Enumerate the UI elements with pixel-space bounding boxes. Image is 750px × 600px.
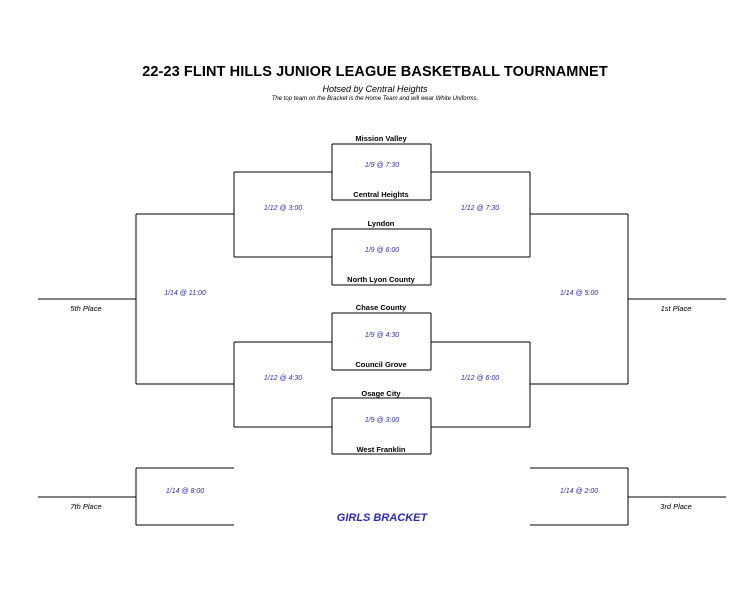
third-place-game-lines bbox=[530, 467, 726, 526]
team-lyndon: Lyndon bbox=[367, 219, 395, 228]
third-place-game-time: 1/14 @ 2:00 bbox=[559, 488, 599, 495]
semi-left-top-lines bbox=[233, 171, 332, 258]
r1-game-1-time: 1/9 @ 7:30 bbox=[364, 162, 400, 169]
r1-game-4-time: 1/9 @ 3:00 bbox=[364, 417, 400, 424]
host-subtitle: Hotsed by Central Heights bbox=[322, 84, 428, 94]
fifth-place-label: 5th Place bbox=[70, 304, 102, 313]
team-central-heights: Central Heights bbox=[353, 190, 409, 199]
semi-right-top-time: 1/12 @ 7:30 bbox=[460, 205, 500, 212]
girls-bracket-label: GIRLS BRACKET bbox=[336, 512, 428, 524]
first-place-game-time: 1/14 @ 5:00 bbox=[559, 290, 599, 297]
home-team-note: The top team on the Bracket is the Home … bbox=[271, 96, 479, 102]
first-place-game-lines bbox=[530, 213, 726, 385]
seventh-place-game-time: 1/14 @ 8:00 bbox=[165, 488, 205, 495]
seventh-place-game-lines bbox=[38, 467, 234, 526]
team-west-franklin: West Franklin bbox=[356, 445, 406, 454]
fifth-place-game-lines bbox=[38, 213, 234, 385]
tournament-title: 22-23 FLINT HILLS JUNIOR LEAGUE BASKETBA… bbox=[142, 64, 608, 80]
team-osage-city: Osage City bbox=[361, 389, 401, 398]
team-council-grove: Council Grove bbox=[355, 360, 407, 369]
semi-right-bottom-lines bbox=[431, 341, 531, 428]
team-mission-valley: Mission Valley bbox=[355, 134, 407, 143]
fifth-place-game-time: 1/14 @ 11:00 bbox=[164, 290, 206, 297]
seventh-place-label: 7th Place bbox=[70, 502, 102, 511]
third-place-label: 3rd Place bbox=[660, 502, 692, 511]
semi-right-bottom-time: 1/12 @ 6:00 bbox=[460, 375, 500, 382]
semi-left-top-time: 1/12 @ 3:00 bbox=[263, 205, 303, 212]
semi-left-bottom-time: 1/12 @ 4:30 bbox=[263, 375, 303, 382]
r1-game-2-time: 1/9 @ 6:00 bbox=[364, 247, 400, 254]
first-place-label: 1st Place bbox=[660, 304, 692, 313]
semi-left-bottom-lines bbox=[233, 341, 332, 428]
team-north-lyon-county: North Lyon County bbox=[347, 275, 415, 284]
semi-right-top-lines bbox=[431, 171, 531, 258]
r1-game-3-time: 1/9 @ 4:30 bbox=[364, 332, 400, 339]
r1-game-4-lines bbox=[331, 397, 432, 455]
team-chase-county: Chase County bbox=[355, 303, 407, 312]
